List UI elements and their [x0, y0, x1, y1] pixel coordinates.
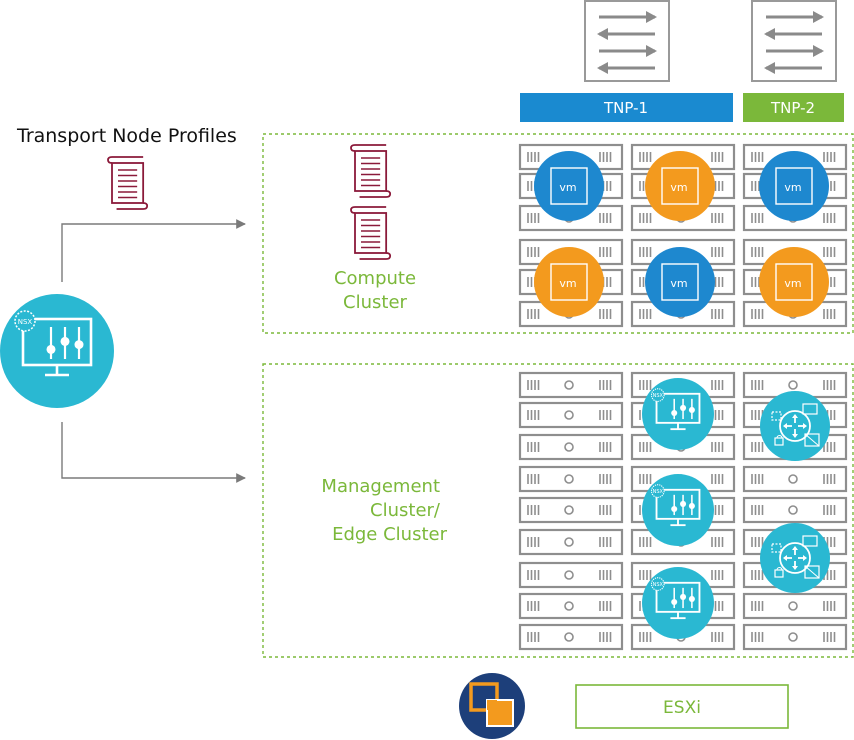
vm-icon: vm [759, 151, 829, 221]
nsx-label: NSX [653, 489, 664, 495]
server-rack-icon [742, 465, 848, 493]
vm-label: vm [784, 181, 801, 194]
arrow-to-management-cluster [61, 422, 246, 483]
server-rack-icon [742, 496, 848, 524]
esxi-legend: ESXi [575, 684, 789, 729]
profile-scroll-icon [350, 206, 392, 260]
switch-icon [751, 0, 837, 82]
profile-label-tnp1: TNP-1 [603, 99, 648, 117]
nsx-label: NSX [18, 318, 33, 326]
vm-icon: vm [759, 247, 829, 317]
management-cluster-label-line1: Management [321, 476, 440, 497]
esxi-label: ESXi [663, 698, 701, 718]
vm-icon: vm [534, 247, 604, 317]
nsx-manager-icon: NSX [642, 567, 714, 639]
server-rack-icon [518, 401, 624, 429]
compute-cluster-box [262, 133, 854, 334]
server-rack-icon [518, 592, 624, 620]
profile-bar-tnp1: TNP-1 [520, 93, 733, 122]
nsx-manager-icon: NSX [642, 378, 714, 450]
switch-icon [584, 0, 670, 82]
vm-label: vm [670, 277, 687, 290]
vm-label: vm [559, 181, 576, 194]
nsx-manager-icon: NSX [642, 474, 714, 546]
server-rack-icon [518, 623, 624, 651]
vm-label: vm [670, 181, 687, 194]
vmware-logo-icon [459, 673, 525, 739]
edge-router-icon [760, 523, 830, 593]
management-cluster-label-line3: Edge Cluster [332, 524, 448, 545]
nsx-label: NSX [653, 393, 664, 399]
profile-label-tnp2: TNP-2 [770, 99, 815, 117]
vm-icon: vm [645, 151, 715, 221]
nsx-manager-group: NSX NSX NSX [642, 378, 714, 639]
vm-icon: vm [534, 151, 604, 221]
server-rack-icon [742, 592, 848, 620]
arrow-to-compute-cluster [61, 219, 246, 282]
nsx-manager-icon: NSX [0, 294, 114, 408]
server-rack-icon [518, 561, 624, 589]
server-rack-icon [518, 465, 624, 493]
edge-router-icon [760, 391, 830, 461]
vm-icon: vm [645, 247, 715, 317]
profile-scroll-icon [107, 156, 149, 210]
compute-cluster-label-line2: Cluster [343, 292, 407, 313]
management-cluster-box [262, 363, 854, 658]
profile-scroll-icon [350, 144, 392, 198]
server-rack-icon [518, 528, 624, 556]
server-rack-icon [518, 371, 624, 399]
server-rack-icon [518, 496, 624, 524]
server-rack-icon [518, 433, 624, 461]
nsx-label: NSX [653, 582, 664, 588]
compute-cluster-label-line1: Compute [334, 268, 416, 289]
server-rack-icon [742, 623, 848, 651]
edge-router-group [760, 391, 830, 593]
management-cluster-label-line2: Cluster/ [370, 500, 441, 521]
diagram-title: Transport Node Profiles [16, 125, 237, 147]
vm-group: vm vm vm vm vm vm [534, 151, 829, 317]
vm-label: vm [784, 277, 801, 290]
profile-bar-tnp2: TNP-2 [743, 93, 844, 122]
vm-label: vm [559, 277, 576, 290]
nsx-manager-icon: NSX [0, 294, 114, 408]
